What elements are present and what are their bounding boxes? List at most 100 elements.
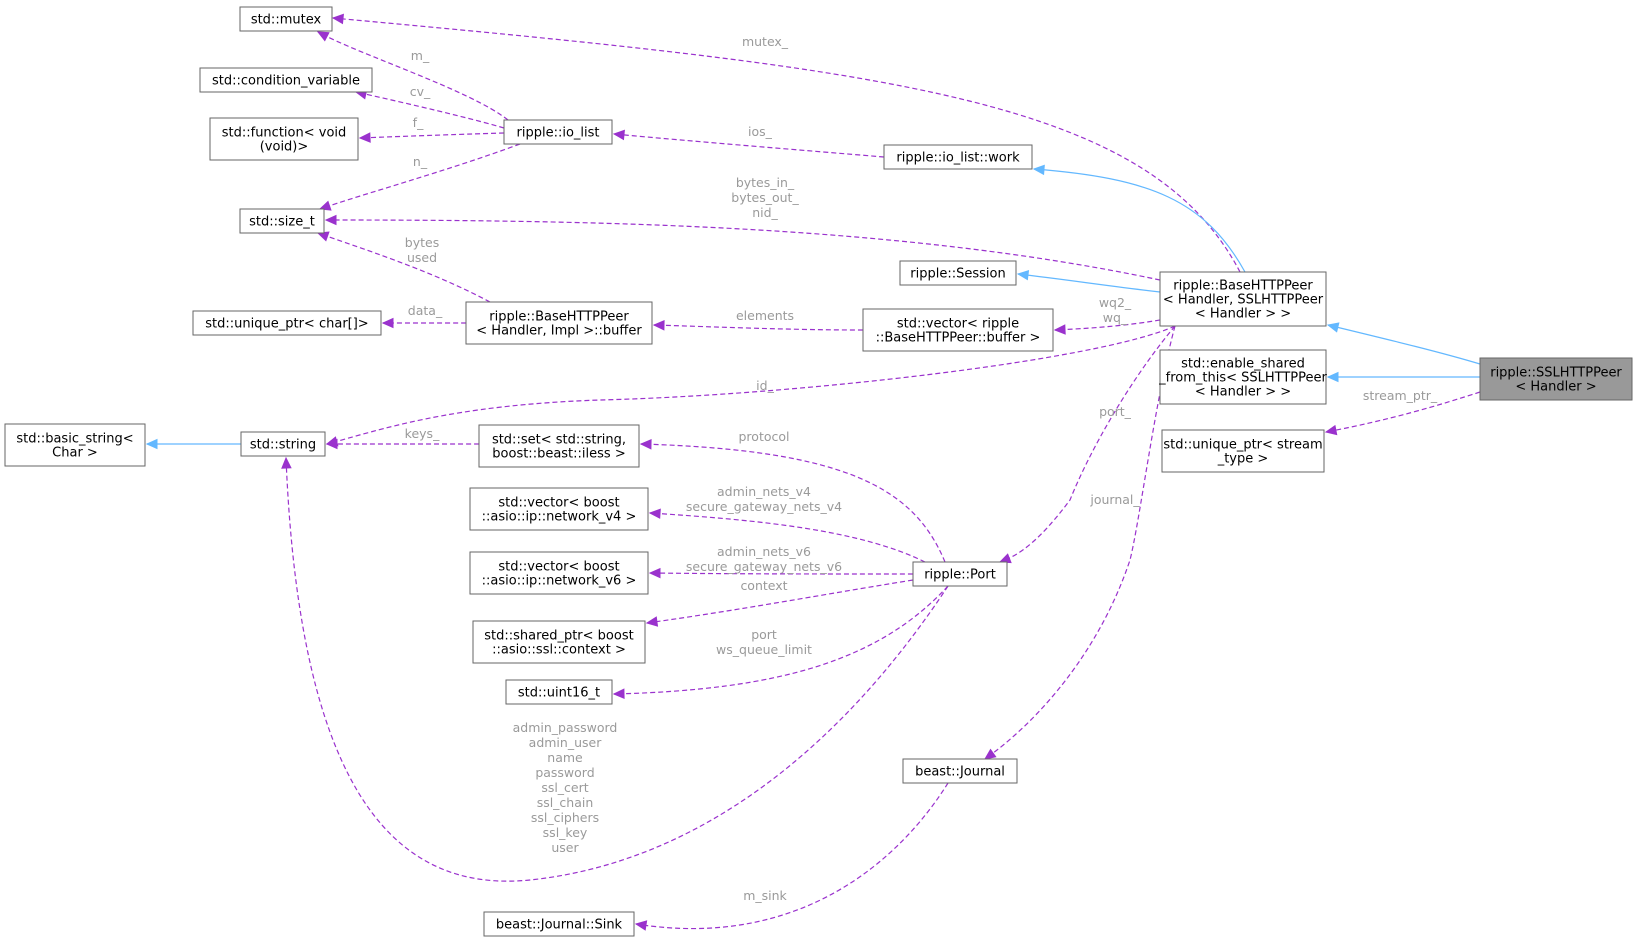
- edge-line: [1054, 319, 1161, 331]
- edges-layer: m_cv_f_n_bytesuseddata_keys_ios_elements…: [145, 13, 1481, 931]
- arrowhead: [1032, 164, 1045, 176]
- node-label: _from_this< SSLHTTPPeer: [1158, 371, 1327, 386]
- arrowhead: [281, 456, 292, 469]
- node-label: ripple::SSLHTTPPeer: [1490, 366, 1622, 381]
- edge-label: wq_: [1103, 310, 1128, 325]
- node-label: boost::beast::iless >: [492, 447, 625, 462]
- edge-io_list-to-mutex: m_: [316, 31, 509, 121]
- node-vec-buffer[interactable]: std::vector< ripple::BaseHTTPPeer::buffe…: [862, 308, 1054, 352]
- node-unique-stream[interactable]: std::unique_ptr< stream_type >: [1161, 429, 1325, 473]
- node-box: [192, 310, 382, 336]
- node-box: [1159, 349, 1327, 405]
- edge-label: stream_ptr_: [1363, 388, 1438, 403]
- node-box: [209, 117, 359, 161]
- node-box: [239, 208, 325, 234]
- arrowhead: [998, 553, 1012, 564]
- edge-line: [635, 782, 949, 930]
- node-unique-char[interactable]: std::unique_ptr< char[]>: [192, 310, 382, 336]
- node-sslhttp[interactable]: ripple::SSLHTTPPeer< Handler >: [1479, 357, 1633, 401]
- node-box: [240, 431, 326, 457]
- edge-label: user: [551, 840, 579, 855]
- node-box: [912, 561, 1008, 587]
- edge-label: admin_password: [513, 720, 618, 735]
- edge-line: [646, 579, 914, 624]
- node-size-t[interactable]: std::size_t: [239, 208, 325, 234]
- node-box: [1159, 271, 1327, 327]
- edge-label: admin_nets_v6: [717, 544, 811, 559]
- node-label: std::vector< boost: [498, 560, 619, 575]
- edge-line: [984, 325, 1176, 760]
- node-condvar[interactable]: std::condition_variable: [199, 67, 373, 93]
- edge-label: bytes_in_: [736, 175, 795, 190]
- node-box: [505, 679, 613, 705]
- edge-label: keys_: [405, 426, 440, 441]
- edge-line: [649, 572, 914, 575]
- node-label: std::set< std::string,: [492, 433, 626, 448]
- node-label: ::asio::ssl::context >: [492, 643, 626, 658]
- node-sink[interactable]: beast::Journal::Sink: [483, 911, 635, 937]
- node-label: ::BaseHTTPPeer::buffer >: [876, 331, 1041, 346]
- arrowhead: [648, 567, 661, 579]
- node-work[interactable]: ripple::io_list::work: [883, 144, 1033, 170]
- arrowhead: [634, 920, 648, 931]
- node-enable-shared[interactable]: std::enable_shared_from_this< SSLHTTPPee…: [1158, 349, 1328, 405]
- node-io-list[interactable]: ripple::io_list: [503, 119, 613, 145]
- edge-io_list-to-function: f_: [358, 115, 505, 143]
- node-session[interactable]: ripple::Session: [899, 260, 1017, 286]
- edge-sslhttp-to-basehttp: [1326, 322, 1481, 365]
- node-port[interactable]: ripple::Port: [912, 561, 1008, 587]
- node-label: _type >: [1217, 452, 1269, 467]
- node-label: < Handler > >: [1195, 385, 1291, 400]
- nodes-layer: std::mutexstd::condition_variablestd::fu…: [4, 6, 1633, 937]
- node-uint16[interactable]: std::uint16_t: [505, 679, 613, 705]
- node-label: ripple::Port: [924, 568, 996, 583]
- arrowhead: [1053, 324, 1066, 335]
- node-shared-ssl[interactable]: std::shared_ptr< boost::asio::ssl::conte…: [472, 620, 646, 664]
- node-box: [483, 911, 635, 937]
- edge-line: [1033, 168, 1246, 273]
- edge-label: used: [407, 250, 437, 265]
- edge-line: [649, 512, 926, 563]
- edge-port-to-set: protocol: [639, 429, 946, 563]
- node-set[interactable]: std::set< std::string,boost::beast::iles…: [478, 424, 640, 468]
- edge-label: name: [547, 750, 583, 765]
- edge-basehttp-to-work: [1032, 164, 1246, 273]
- edge-line: [613, 133, 885, 158]
- node-basehttp[interactable]: ripple::BaseHTTPPeer< Handler, SSLHTTPPe…: [1159, 271, 1327, 327]
- edge-sslhttp-to-enable_shared: [1326, 371, 1480, 383]
- edge-label: ssl_ciphers: [531, 810, 599, 825]
- edge-basehttp-to-string: id_: [325, 325, 1176, 447]
- edge-label: ios_: [748, 124, 773, 139]
- node-journal[interactable]: beast::Journal: [902, 758, 1018, 784]
- node-string[interactable]: std::string: [240, 431, 326, 457]
- arrowhead: [324, 214, 337, 226]
- arrowhead: [1326, 322, 1340, 333]
- node-vec-v6[interactable]: std::vector< boost::asio::ip::network_v6…: [469, 551, 649, 595]
- edge-label: id_: [756, 378, 774, 393]
- edge-line: [355, 91, 505, 129]
- edge-port-to-string: admin_passwordadmin_usernamepasswordssl_…: [281, 456, 949, 882]
- node-vec-v4[interactable]: std::vector< boost::asio::ip::network_v4…: [469, 487, 649, 531]
- node-label: < Handler, Impl >::buffer: [476, 324, 642, 339]
- node-label: < Handler > >: [1195, 307, 1291, 322]
- node-label: ::asio::ip::network_v4 >: [482, 510, 637, 525]
- edge-label: bytes_out_: [731, 190, 799, 205]
- node-box: [465, 301, 653, 345]
- edge-basehttp-to-vec_buffer: wq2_wq_: [1053, 295, 1161, 335]
- node-basic-string[interactable]: std::basic_string<Char >: [4, 423, 146, 467]
- edge-label: protocol: [739, 429, 790, 444]
- edge-port-to-shared_ssl: context: [645, 578, 914, 627]
- arrowhead: [316, 31, 330, 42]
- arrowhead: [612, 688, 625, 699]
- edge-line: [325, 219, 1161, 281]
- edge-buffer-to-unique_char: data_: [381, 303, 466, 329]
- node-function[interactable]: std::function< void(void)>: [209, 117, 359, 161]
- edge-line: [640, 443, 946, 563]
- arrowhead: [1016, 269, 1030, 281]
- edge-label: elements: [736, 308, 794, 323]
- node-buffer[interactable]: ripple::BaseHTTPPeer< Handler, Impl >::b…: [465, 301, 653, 345]
- node-label: std::enable_shared: [1181, 357, 1305, 372]
- node-mutex[interactable]: std::mutex: [239, 6, 333, 32]
